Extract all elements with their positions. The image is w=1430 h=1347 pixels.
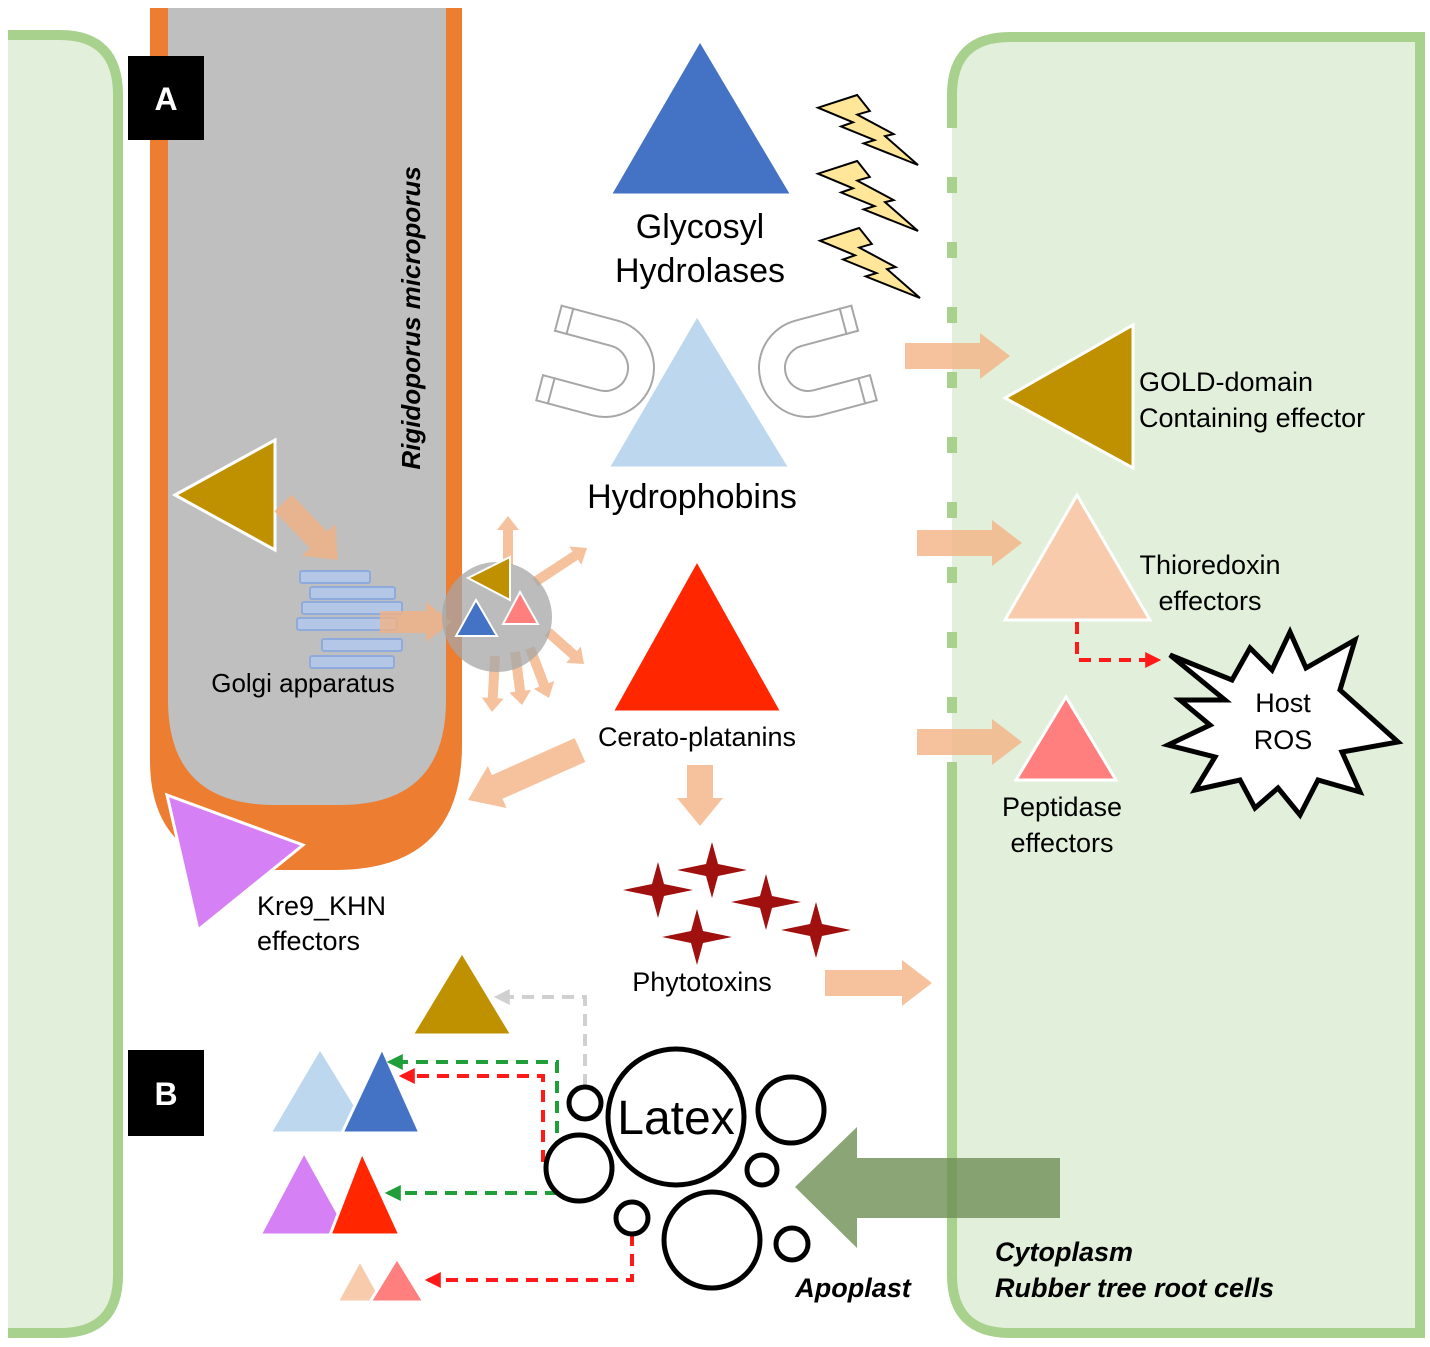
phytotoxin-star-icon <box>623 862 693 918</box>
panel-b-label: B <box>128 1050 204 1136</box>
arrow-golgi-to-vesicle <box>380 602 452 642</box>
latex-particle <box>755 1074 827 1146</box>
peptidase-label-2: effectors <box>1010 828 1113 858</box>
secretion-arrows-internal <box>274 494 587 712</box>
golgi-apparatus <box>296 570 403 669</box>
latex-particle <box>566 1084 604 1122</box>
latex-particles <box>543 1046 827 1291</box>
latex-release-arrow <box>795 1127 1060 1248</box>
peptidase-b <box>367 1255 427 1304</box>
phytotoxin-star-icon <box>677 842 747 898</box>
thioredoxin-triangle <box>1002 492 1153 622</box>
thioredoxin-label-2: effectors <box>1158 586 1261 616</box>
thioredoxin-to-ros-arrow <box>1075 622 1162 668</box>
cytoplasm-label: Cytoplasm <box>995 1237 1133 1267</box>
gold-effector-b <box>409 949 515 1037</box>
latex-particle <box>543 1132 615 1204</box>
thioredoxin-b <box>334 1256 386 1304</box>
hydrophobin-b <box>267 1045 375 1135</box>
panel-a-label: A <box>128 56 204 140</box>
host-ros-label-2: ROS <box>1254 725 1313 755</box>
kre9-khn-label-2: effectors <box>257 926 360 956</box>
gray-dashed-arrow <box>493 989 587 1086</box>
kre9-khn-triangle <box>164 792 306 933</box>
latex-particle <box>661 1189 763 1291</box>
host-cell-wall <box>947 32 1425 1338</box>
red-dashed-arrow-top <box>398 1068 545 1162</box>
cerato-platanin-b <box>327 1148 403 1237</box>
phytotoxin-star-icon <box>781 902 851 958</box>
right-host-cell <box>947 32 1425 1338</box>
glycosyl-hydrolases-triangle <box>607 37 795 197</box>
kre9-khn-b <box>257 1148 353 1237</box>
phytotoxins-stars <box>623 842 851 965</box>
apoplast-label: Apoplast <box>794 1273 912 1303</box>
vesicle-arrow-up <box>497 516 519 565</box>
hydrophobins-triangle <box>605 312 793 470</box>
phytotoxins-label: Phytotoxins <box>632 967 772 997</box>
latex-label: Latex <box>617 1092 734 1145</box>
latex-particle <box>744 1152 780 1188</box>
vesicle-peptidase <box>501 589 540 625</box>
lightning-bolt-icon <box>817 226 921 299</box>
secretion-arrows-external <box>468 333 1022 1006</box>
vesicle-arrow-down-right <box>525 646 555 698</box>
red-dashed-arrow-bottom <box>424 1234 634 1288</box>
peptidase-label: Peptidase <box>1002 792 1122 822</box>
vesicle-glycosyl-hydrolase <box>454 597 499 637</box>
peptidase-triangle <box>1013 694 1119 782</box>
arrow-to-phytotoxins <box>677 765 723 826</box>
latex-particle <box>773 1225 811 1263</box>
magnet-icon <box>535 304 655 418</box>
cerato-platanins-label: Cerato-platanins <box>598 722 796 752</box>
gold-domain-label-2: Containing effector <box>1139 403 1365 433</box>
arrow-to-thioredoxin <box>917 520 1022 566</box>
arrow-to-gold-effector <box>905 333 1010 379</box>
arrow-to-golgi <box>274 494 338 560</box>
arrow-to-hypha <box>468 738 586 808</box>
cerato-platanins-triangle <box>609 556 785 714</box>
rubber-tree-cells-label: Rubber tree root cells <box>995 1273 1274 1303</box>
left-host-cell <box>8 30 123 1338</box>
gold-domain-label: GOLD-domain <box>1139 367 1313 397</box>
latex-response-effectors <box>257 949 515 1304</box>
fungus-name: Rigidoporus microporus <box>396 166 426 469</box>
vesicle-gold-effector <box>465 555 511 602</box>
host-ros-burst <box>1160 626 1404 820</box>
glycosyl-hydrolases-label-2: Hydrolases <box>615 252 785 290</box>
latex-particle <box>605 1046 747 1188</box>
latex-particle <box>613 1199 651 1237</box>
host-ros-label: Host <box>1255 688 1311 718</box>
gold-domain-triangle <box>1001 322 1135 471</box>
arrow-phytotoxins-to-host <box>825 960 932 1006</box>
glycosyl-hydrolases-label: Glycosyl <box>636 208 764 246</box>
secretory-vesicle <box>442 555 552 672</box>
lightning-bolt-icon <box>815 93 919 166</box>
thioredoxin-label: Thioredoxin <box>1139 550 1280 580</box>
gold-effector-intracellular <box>171 437 277 553</box>
vesicle-arrow-right <box>544 628 584 664</box>
arrow-to-peptidase <box>917 719 1022 765</box>
golgi-label: Golgi apparatus <box>211 668 395 698</box>
lightning-bolts <box>815 93 921 299</box>
kre9-khn-label: Kre9_KHN <box>257 891 386 921</box>
phytotoxin-star-icon <box>731 874 801 930</box>
magnet-icon <box>758 304 878 418</box>
phytotoxin-star-icon <box>662 909 732 965</box>
hydrophobins-label: Hydrophobins <box>587 478 797 516</box>
svg-text:A: A <box>154 81 177 117</box>
lightning-bolt-icon <box>815 159 919 232</box>
glycosyl-hydrolase-b <box>339 1044 423 1135</box>
vesicle-arrow-up-right <box>532 546 587 587</box>
svg-text:B: B <box>154 1076 177 1112</box>
